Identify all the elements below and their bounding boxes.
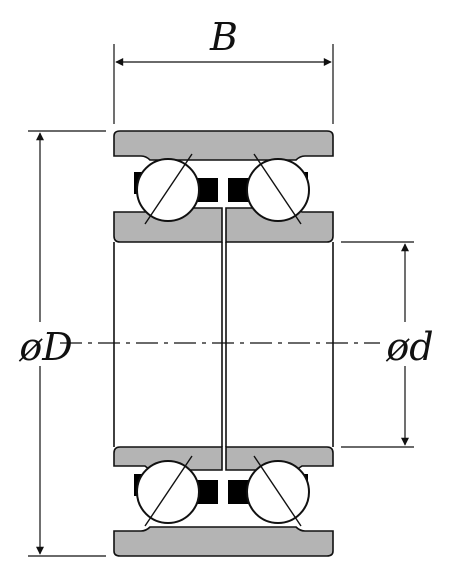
bottom-section	[113, 446, 334, 557]
width-label: B	[209, 15, 238, 59]
inner-ring-top-left	[113, 207, 223, 243]
inner-ring-bottom-right	[225, 446, 334, 471]
body-outline	[113, 242, 334, 447]
bore-diameter-label: ød	[385, 325, 433, 369]
top-section	[113, 130, 334, 243]
dimension-bore-diameter: ød	[341, 241, 434, 448]
outer-ring-bottom	[113, 526, 334, 557]
inner-ring-top-right	[225, 207, 334, 243]
outer-ring-top	[113, 130, 334, 161]
outer-diameter-label: øD	[18, 325, 72, 369]
dimension-width: B	[113, 15, 334, 124]
dimension-outer-diameter: øD	[18, 130, 106, 557]
